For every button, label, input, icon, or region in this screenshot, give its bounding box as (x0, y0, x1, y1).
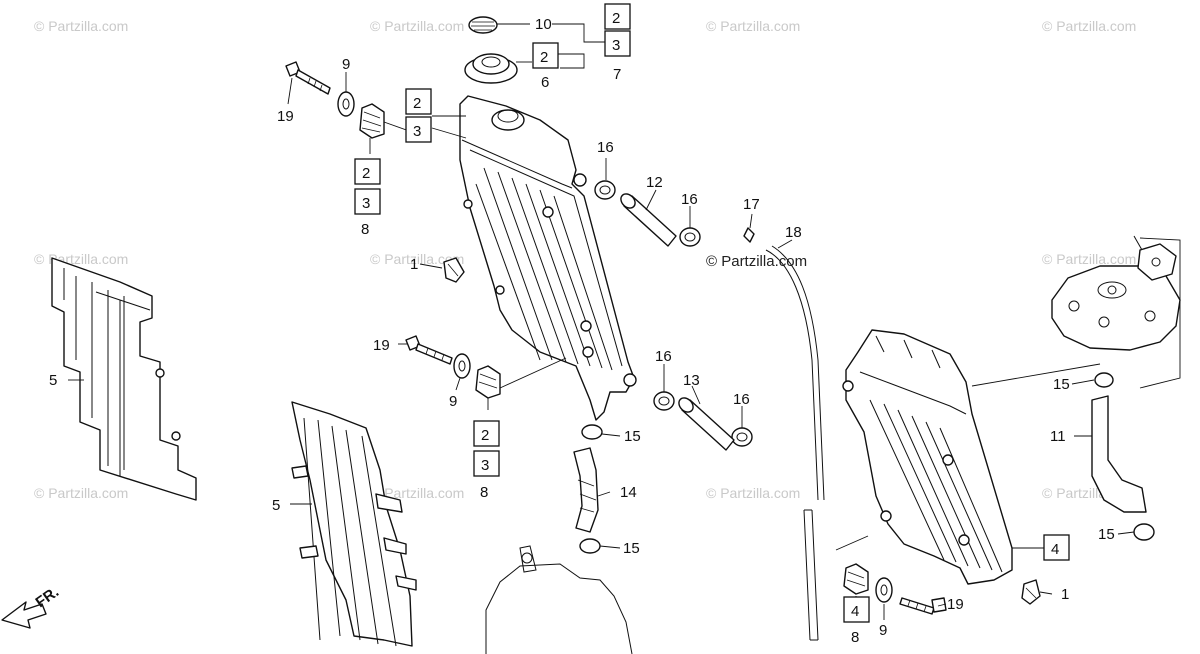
watermark: © Partzilla.com (706, 485, 800, 501)
radiator-right (842, 329, 1013, 585)
watermark: © Partzilla.com (1042, 251, 1136, 267)
callout-number: 16 (733, 391, 750, 408)
bolt-top (285, 61, 331, 95)
callout-number: 2 (540, 49, 548, 66)
callout-number: 10 (535, 16, 552, 33)
callout-number: 15 (1098, 526, 1115, 543)
callout-number: 8 (480, 484, 488, 501)
callout-number: 18 (785, 224, 802, 241)
callout-number: 2 (413, 95, 421, 112)
lower-hose (573, 424, 603, 554)
callout-number: 19 (947, 596, 964, 613)
callout-number: 3 (362, 195, 370, 212)
callout-number: 15 (623, 540, 640, 557)
leader-lines (68, 23, 1181, 620)
callout-number: 19 (277, 108, 294, 125)
callout-number: 9 (449, 393, 457, 410)
callout-box: 2 (532, 42, 559, 69)
watermark: © Partzilla.com (706, 18, 800, 34)
callout-box: 2 (354, 158, 381, 185)
callout-number: 15 (1053, 376, 1070, 393)
watermark: © Partzilla.com (370, 251, 464, 267)
callout-number: 9 (342, 56, 350, 73)
callout-number: 16 (655, 348, 672, 365)
callout-number: 14 (620, 484, 637, 501)
callout-number: 5 (49, 372, 57, 389)
watermark: © Partzilla.com (34, 18, 128, 34)
watermark: © Partzilla.com (34, 485, 128, 501)
upper-hose-right (1091, 372, 1155, 541)
callout-box: 2 (604, 3, 631, 30)
callout-number: 6 (541, 74, 549, 91)
clip-top (443, 257, 465, 283)
callout-number: 16 (597, 139, 614, 156)
callout-number: 9 (879, 622, 887, 639)
callout-number: 12 (646, 174, 663, 191)
callout-box: 3 (354, 188, 381, 215)
callout-number: 3 (413, 123, 421, 140)
clip-bottom (1021, 579, 1041, 605)
callout-number: 1 (410, 256, 418, 273)
callout-box: 4 (1043, 534, 1070, 561)
callout-box: 2 (405, 88, 432, 115)
bolt-mid (405, 335, 501, 399)
cylinder-head (1051, 235, 1181, 351)
callout-number: 8 (851, 629, 859, 646)
callout-number: 2 (362, 165, 370, 182)
engine-outline (485, 545, 633, 654)
callout-number: 17 (743, 196, 760, 213)
watermark: © Partzilla.com (370, 485, 464, 501)
callout-box: 4 (843, 596, 870, 623)
callout-number: 5 (272, 497, 280, 514)
callout-number: 2 (612, 10, 620, 27)
callout-number: 8 (361, 221, 369, 238)
callout-number: 15 (624, 428, 641, 445)
callout-number: 3 (481, 457, 489, 474)
washer-grommet-top (337, 91, 385, 139)
center-watermark: © Partzilla.com (706, 253, 807, 270)
callout-number: 4 (851, 603, 859, 620)
louver-left (51, 257, 197, 501)
louver-center (291, 401, 417, 647)
mount-hardware-bottom (843, 563, 947, 615)
callout-box: 2 (473, 420, 500, 447)
callout-number: 2 (481, 427, 489, 444)
breather-tube (743, 227, 825, 641)
radiator-cap (464, 16, 518, 84)
callout-number: 3 (612, 37, 620, 54)
watermark: © Partzilla.com (1042, 18, 1136, 34)
watermark: © Partzilla.com (370, 18, 464, 34)
callout-number: 1 (1061, 586, 1069, 603)
callout-number: 19 (373, 337, 390, 354)
callout-number: 13 (683, 372, 700, 389)
callout-box: 3 (604, 30, 631, 57)
hose-clamps (594, 180, 753, 447)
radiator-left (459, 95, 637, 421)
callout-number: 4 (1051, 541, 1059, 558)
callout-labels: 2 3 2 2 3 2 3 2 (49, 3, 1115, 646)
callout-number: 11 (1050, 428, 1066, 445)
front-indicator: FR. (1, 583, 62, 629)
watermark: © Partzilla.com (34, 251, 128, 267)
callout-number: 7 (613, 66, 621, 83)
callout-box: 3 (405, 116, 432, 143)
callout-number: 16 (681, 191, 698, 208)
callout-box: 3 (473, 450, 500, 477)
hoses-12-13 (620, 193, 735, 451)
